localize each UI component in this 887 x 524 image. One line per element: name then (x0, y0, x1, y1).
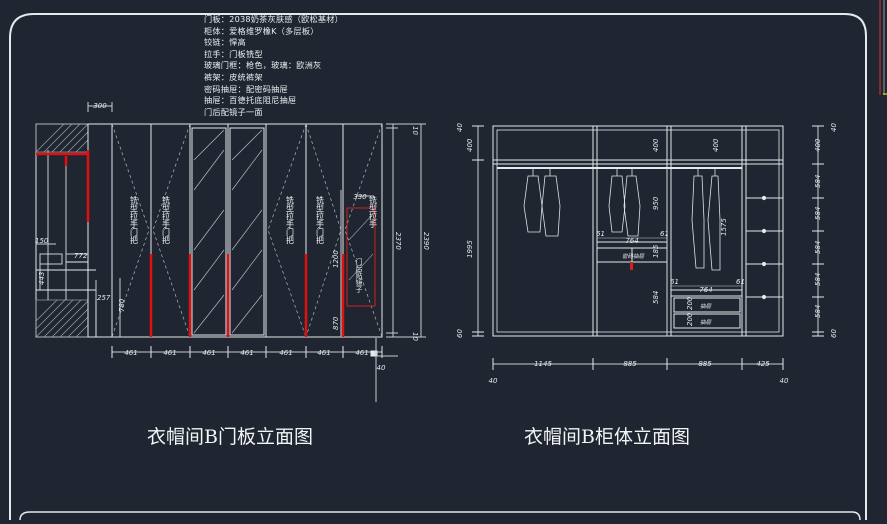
right-dim-label: 2370 (394, 232, 402, 250)
inner-dim-label: 61 (660, 230, 669, 238)
door-elevation (35, 102, 426, 402)
bottom-dim-label: 885 (698, 360, 712, 368)
right-dim-label: 584 (814, 305, 822, 318)
bottom-dim-label: 425 (756, 360, 770, 368)
mirror-base-label: 870 (332, 316, 340, 330)
bottom-dim-label: 461 (124, 349, 137, 357)
bottom-tail-label: 40 (780, 377, 789, 385)
inner-dim-label: 185 (652, 244, 660, 258)
inner-dim-label: 780 (118, 298, 126, 312)
inner-dim-label: 764 (699, 286, 712, 294)
door-elevation-title: 衣帽间B门板立面图 (147, 426, 313, 448)
door-handle-label: 铣型拉手门把 (162, 195, 171, 245)
mirror-width-label: 330 (353, 193, 367, 201)
note-handle: 拉手：门板铣型 (204, 48, 263, 59)
inner-dim-label: 200 (686, 296, 694, 310)
right-dim-label: 40 (830, 123, 838, 132)
drawer-label: 密码抽屉 (622, 253, 645, 260)
inner-dim-label: 257 (97, 294, 111, 302)
note-hinge: 铰链：悍高 (204, 37, 246, 48)
inner-dim-label: 150 (35, 237, 49, 245)
inner-dim-label: 61 (596, 230, 605, 238)
cabinet-elevation (472, 125, 824, 370)
drawer-label: 抽屉 (700, 303, 712, 310)
bottom-tail-label: 40 (377, 364, 386, 372)
left-dim-label: 1995 (466, 240, 474, 258)
bottom-dim-label: 461 (202, 349, 215, 357)
cabinet-elevation-title: 衣帽间B柜体立面图 (524, 426, 690, 448)
inner-dim-label: 200 (686, 312, 694, 326)
note-cabinet-body: 柜体：爱格维罗橡K（多层板） (204, 25, 319, 36)
right-dim-label: 584 (814, 273, 822, 286)
right-dim-label: 10 (411, 126, 419, 135)
bottom-dim-label: 461 (163, 349, 176, 357)
right-dim-label: 400 (814, 138, 822, 152)
bottom-dim-label: 885 (623, 360, 637, 368)
mirror-height-label: 1200 (332, 250, 340, 268)
mirror-label: 门后贴镜子 (355, 257, 363, 293)
bottom-dim-label: 461 (317, 349, 330, 357)
inner-dim-label: 61 (670, 278, 679, 286)
left-dim-label: 60 (456, 329, 464, 338)
bottom-dim-label: 461 (355, 349, 368, 357)
door-handle-label: 铣型拉手门把 (130, 195, 139, 245)
bottom-dim-label: 461 (240, 349, 253, 357)
top-dim-label: 300 (93, 102, 107, 110)
dimension-labels: 300 461 461 461 461 461 461 461 40 10 10 2370 2390 铣型… (35, 102, 838, 385)
door-handle-label: 铣型拉手 (369, 195, 378, 229)
inner-dim-label: 61 (736, 278, 745, 286)
inner-dim-label: 400 (652, 138, 660, 152)
bottom-dim-label: 461 (279, 349, 292, 357)
right-dim-label: 2390 (422, 232, 430, 250)
door-handle-label: 铣型拉手门把 (286, 195, 295, 245)
drawer-label: 抽屉 (700, 319, 712, 326)
inner-dim-label: 443 (38, 272, 46, 285)
note-trouser-rack: 裤架：皮统裤架 (204, 71, 263, 82)
note-mirror: 门后配镜子一面 (204, 106, 263, 117)
note-code-drawer: 密码抽屉：配密码抽屉 (204, 83, 288, 94)
note-glass-frame: 玻璃门框：枪色，玻璃：欧洲灰 (204, 60, 322, 71)
note-door-panel: 门板：2038奶茶灰肤感（欧松基材） (204, 14, 344, 24)
bottom-tail-label: 40 (489, 377, 498, 385)
left-dim-label: 400 (466, 138, 474, 152)
bottom-dim-label: 1145 (534, 360, 552, 368)
inner-dim-label: 1575 (720, 218, 728, 236)
right-dim-label: 60 (830, 329, 838, 338)
inner-dim-label: 764 (625, 237, 638, 245)
note-drawer: 抽屉：百德托底阻尼抽屉 (204, 95, 297, 106)
inner-dim-label: 950 (652, 196, 660, 210)
door-handle-label: 铣型拉手门把 (316, 195, 325, 245)
left-dim-label: 40 (456, 123, 464, 132)
right-dim-label: 10 (411, 332, 419, 341)
inner-dim-label: 584 (652, 291, 660, 304)
inner-dim-label: 400 (712, 138, 720, 152)
right-dim-label: 584 (814, 241, 822, 254)
right-dim-label: 584 (814, 207, 822, 220)
right-dim-label: 584 (814, 175, 822, 188)
inner-dim-label: 772 (74, 252, 88, 260)
material-notes: 门板：2038奶茶灰肤感（欧松基材） 柜体：爱格维罗橡K（多层板） 铰链：悍高 … (204, 14, 343, 118)
